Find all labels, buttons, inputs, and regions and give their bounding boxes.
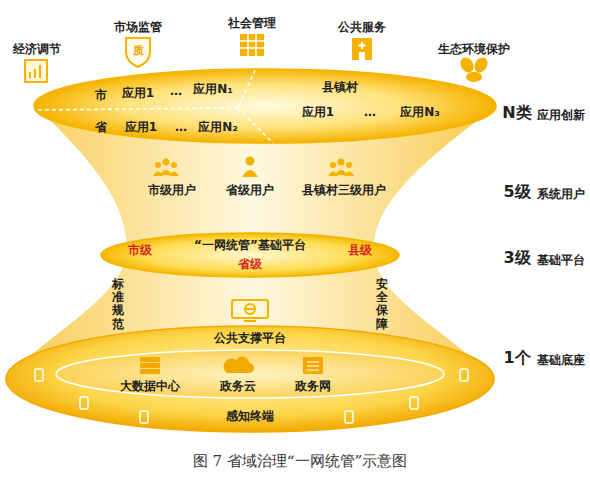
node-text: 感知终端 [226,409,274,423]
node-text: … [170,84,182,98]
node-text: … [175,120,187,134]
label-text: 县镇村三级用户 [302,183,386,197]
node-text: 应用1 [122,86,154,100]
node-text: 应用1 [125,120,157,134]
label-text: 市级用户 [148,183,196,197]
label-text: 市场监管 [114,20,162,34]
node-text: 大数据中心 [120,379,180,393]
figure-caption: 图 7 省域治理“一网统管”示意图 [193,452,407,470]
label-text: 经济调节 [13,42,61,56]
label-text: 基础底座 [537,353,585,367]
node-text: 应用N₂ [198,120,237,134]
ellipse-band: 市应用1…应用N₁县镇村应用1…应用N₃省应用1…应用N₂ [33,68,497,144]
label-text: 3级 [503,248,530,267]
label-text: 系统用户 [537,187,585,201]
node-text: 县级 [348,243,372,257]
label-text: N类 [502,103,531,122]
node-text: 政务网 [295,379,331,393]
label-text: 生态环境保护 [438,42,510,56]
node-text: 公共支撑平台 [214,331,286,345]
label-text: 省级用户 [226,183,274,197]
label-text: 基础平台 [537,253,585,267]
label-text: 公共服务 [338,20,386,34]
label-text: 5级 [503,182,530,201]
node-text: 应用1 [302,105,334,119]
ellipse-band: 公共支撑平台感知终端 大数据中心 政务云 政务网 [5,325,495,433]
node-text: 应用N₃ [400,105,439,119]
node-text: 政务云 [220,379,256,393]
node-text: “一网统管”基础平台 [194,238,306,252]
label-text: 社会管理 [228,16,276,30]
label-text: 应用创新 [537,108,585,122]
node-text: 省级 [238,257,262,271]
node-text: 应用N₁ [193,82,232,96]
label-text: 质 [133,44,144,57]
node-text: 县镇村 [322,80,358,94]
ellipse-band: 大数据中心 政务云 政务网 [55,349,445,399]
vertical-label: 安全保障 [376,278,388,331]
label-text: 1个 [503,348,530,367]
node-text: 市级 [128,243,152,257]
ellipse-band: 市级 “一网统管”基础平台 县级省级 [100,232,400,278]
vertical-label: 标准规范 [112,278,124,331]
node-text: 市 [95,88,107,102]
node-text: 省 [95,120,107,134]
node-text: … [364,105,376,119]
